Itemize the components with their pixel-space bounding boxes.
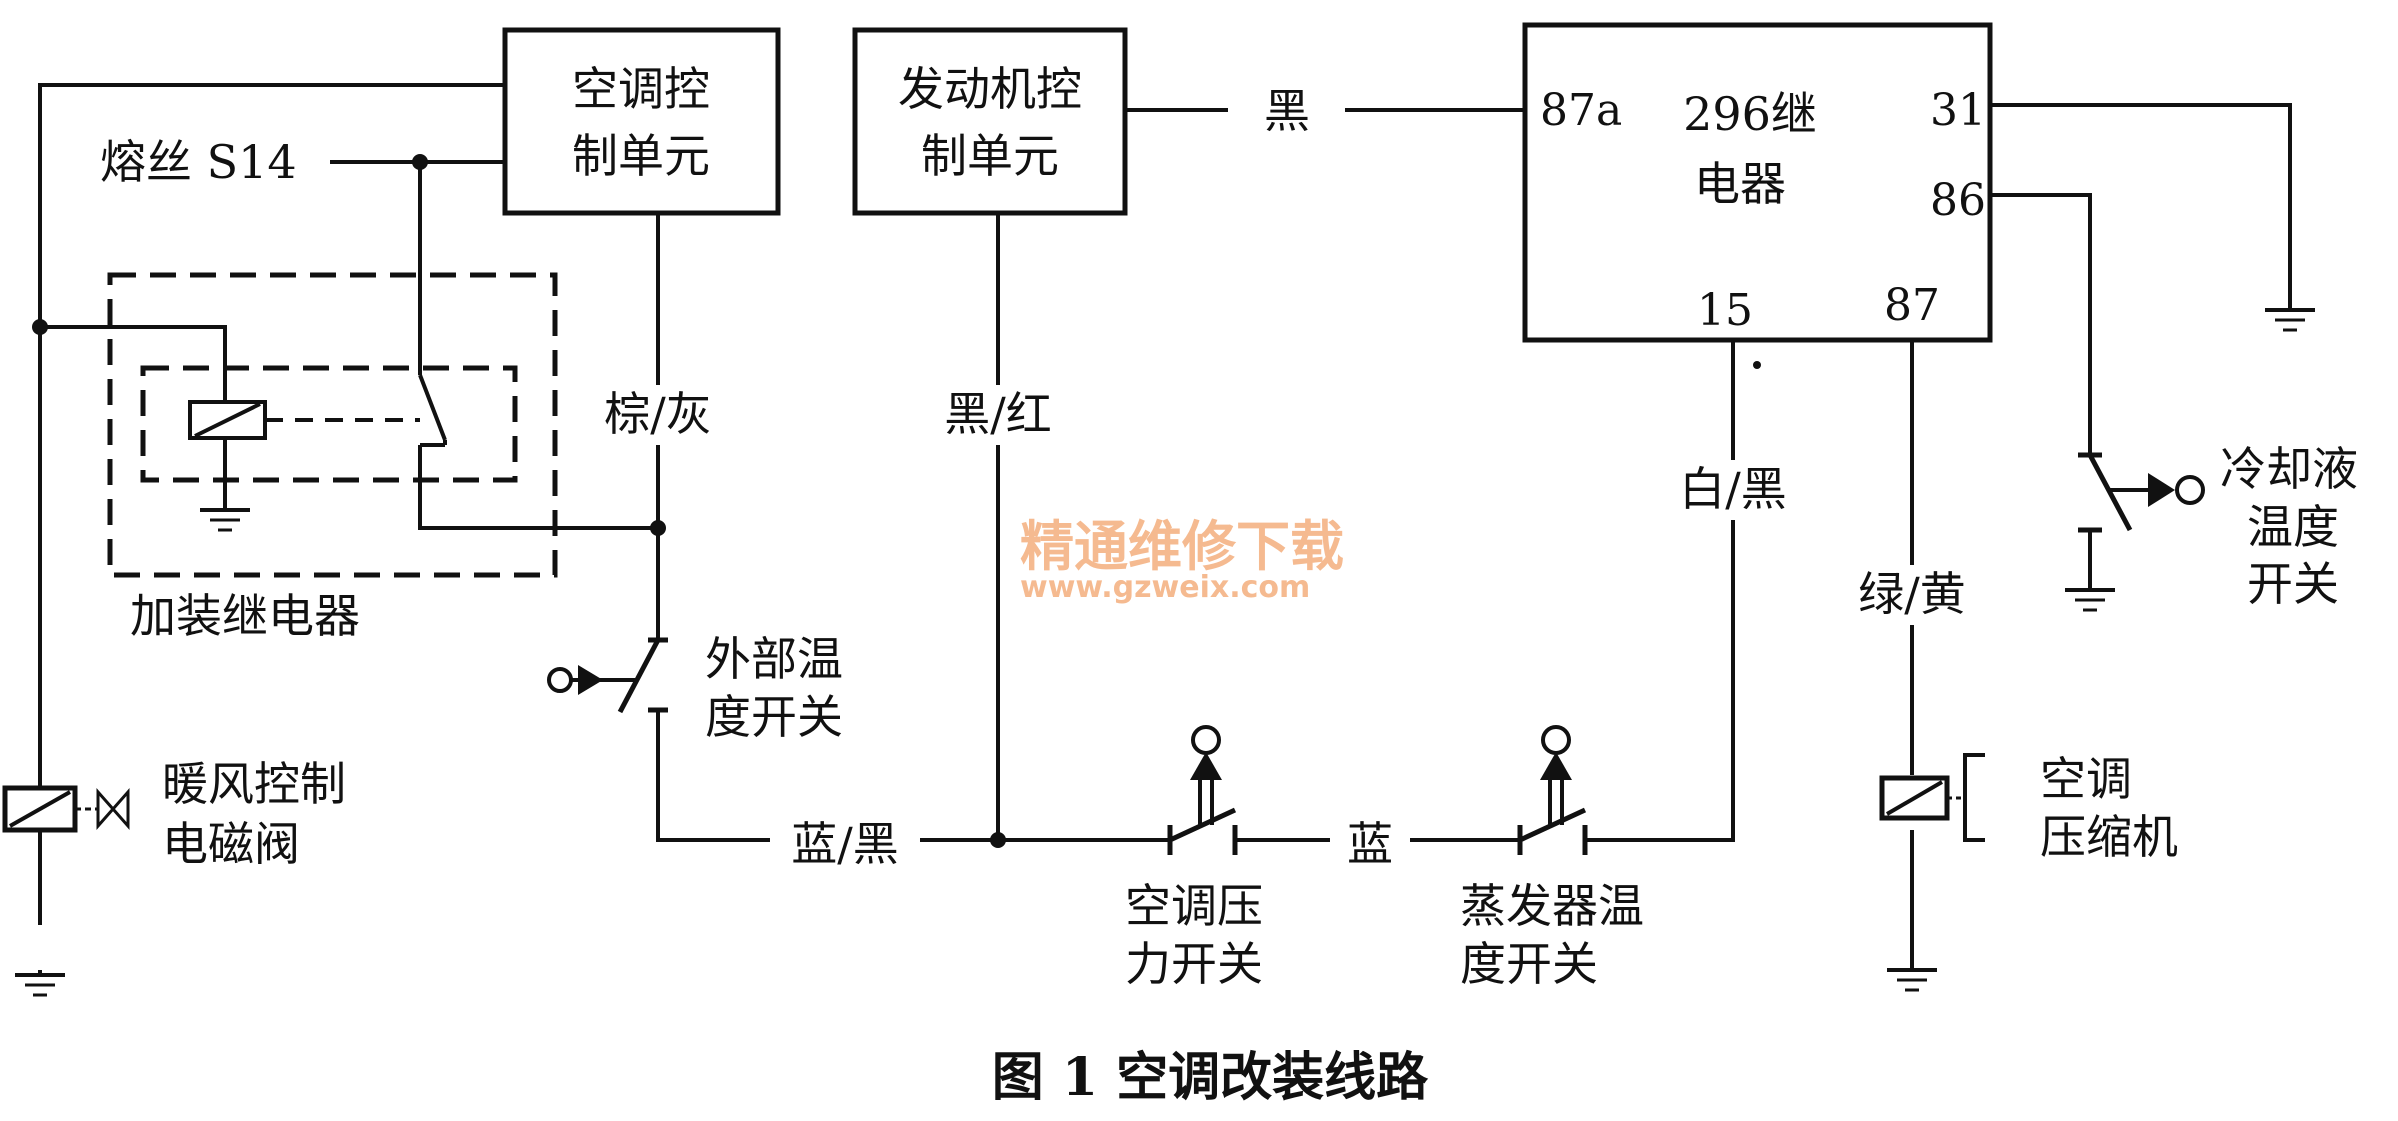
relay-contact-icon xyxy=(418,374,447,441)
wire-color-white-black: 白/黑 xyxy=(1679,462,1787,516)
wire-pin86 xyxy=(1990,193,2092,455)
wire-color-black-red: 黑/红 xyxy=(944,387,1052,441)
actuator-arrow-icon xyxy=(1540,752,1572,780)
heater-valve xyxy=(2,785,130,997)
coolant-temp-switch xyxy=(2065,452,2205,612)
engine-control-unit-label-2: 制单元 xyxy=(921,129,1059,183)
figure-caption: 图 1 空调改装线路 xyxy=(992,1047,1429,1108)
wire-color-black: 黑 xyxy=(1264,84,1310,138)
sensor-bulb-icon xyxy=(1541,725,1571,755)
ground-icon xyxy=(200,508,250,532)
added-relay xyxy=(107,272,558,578)
rail-to-heater-valve xyxy=(38,83,505,925)
pin-86-label: 86 xyxy=(1930,175,1986,226)
ground-icon xyxy=(2065,588,2115,612)
ac-control-unit-label-1: 空调控 xyxy=(572,62,710,116)
ac-pressure-label-2: 力开关 xyxy=(1125,937,1263,991)
watermark-cn: 精通维修下载 xyxy=(1020,515,1344,578)
added-relay-label: 加装继电器 xyxy=(130,589,360,643)
switch-blade-icon xyxy=(617,638,661,714)
wire-color-blue-black: 蓝/黑 xyxy=(791,817,899,871)
sensor-bulb-icon xyxy=(547,667,573,693)
wire-color-brown-gray: 棕/灰 xyxy=(604,387,712,441)
ground-icon xyxy=(1887,968,1937,992)
outside-temp-label-1: 外部温 xyxy=(705,632,843,686)
ground-icon xyxy=(15,973,65,997)
heater-valve-label-1: 暖风控制 xyxy=(162,757,346,811)
wire-color-blue: 蓝 xyxy=(1347,817,1393,871)
wire-color-green-yellow: 绿/黄 xyxy=(1858,567,1966,621)
sensor-bulb-icon xyxy=(1191,725,1221,755)
contact-to-junction xyxy=(418,445,658,530)
actuator-arrow-icon xyxy=(1190,752,1222,780)
watermark-url: www.gzweix.com xyxy=(1020,570,1310,605)
ground-icon xyxy=(2265,308,2315,332)
pin-87-label: 87 xyxy=(1884,280,1940,331)
outside-temp-label-2: 度开关 xyxy=(705,690,843,744)
evaporator-temp-label-1: 蒸发器温 xyxy=(1460,879,1644,933)
coolant-temp-label-3: 开关 xyxy=(2247,557,2339,611)
engine-control-unit-box xyxy=(852,27,1128,216)
added-relay-outer-dashed-box xyxy=(107,272,558,578)
actuator-arrow-icon xyxy=(2148,473,2175,507)
junction-dot xyxy=(650,520,666,536)
relay-296-box xyxy=(1522,22,1993,343)
junction-dot xyxy=(990,832,1006,848)
ac-control-unit-box xyxy=(502,27,781,216)
compressor-label-2: 压缩机 xyxy=(2040,810,2178,864)
outside-temp-switch xyxy=(547,637,668,714)
coolant-temp-label-1: 冷却液 xyxy=(2220,442,2358,496)
added-relay-inner-dashed-box xyxy=(140,365,518,483)
pin-15-label: 15 xyxy=(1697,285,1753,336)
junction-dot xyxy=(32,319,48,335)
wire-pin31-ground xyxy=(1990,103,2292,310)
compressor-label-1: 空调 xyxy=(2040,752,2132,806)
evaporator-temp-switch xyxy=(1517,725,1588,855)
actuator-arrow-icon xyxy=(578,665,603,695)
wire-white-black xyxy=(1585,340,1735,842)
evaporator-temp-label-2: 度开关 xyxy=(1460,937,1598,991)
coolant-temp-label-2: 温度 xyxy=(2247,500,2339,554)
relay-296-label-2: 电器 xyxy=(1694,157,1786,211)
switch-blade-icon xyxy=(2087,453,2133,532)
fuse-label: 熔丝 S14 xyxy=(100,135,297,189)
engine-control-unit-label-1: 发动机控 xyxy=(898,62,1082,116)
ac-pressure-switch xyxy=(1167,725,1238,855)
switch-blade-icon xyxy=(1518,807,1587,843)
relay-coil-feed xyxy=(40,325,227,368)
ac-pressure-label-1: 空调压 xyxy=(1125,879,1263,933)
ac-control-unit-label-2: 制单元 xyxy=(572,129,710,183)
junction-dot xyxy=(412,154,428,170)
valve-icon xyxy=(96,788,130,830)
switch-blade-icon xyxy=(1168,807,1237,843)
heater-valve-label-2: 电磁阀 xyxy=(162,817,300,871)
pin-31-label: 31 xyxy=(1930,85,1986,136)
sensor-bulb-icon xyxy=(2175,475,2205,505)
pin-87a-label: 87a xyxy=(1540,85,1622,136)
ac-compressor xyxy=(1879,753,1985,992)
relay-296-label-1: 296继 xyxy=(1683,87,1817,141)
